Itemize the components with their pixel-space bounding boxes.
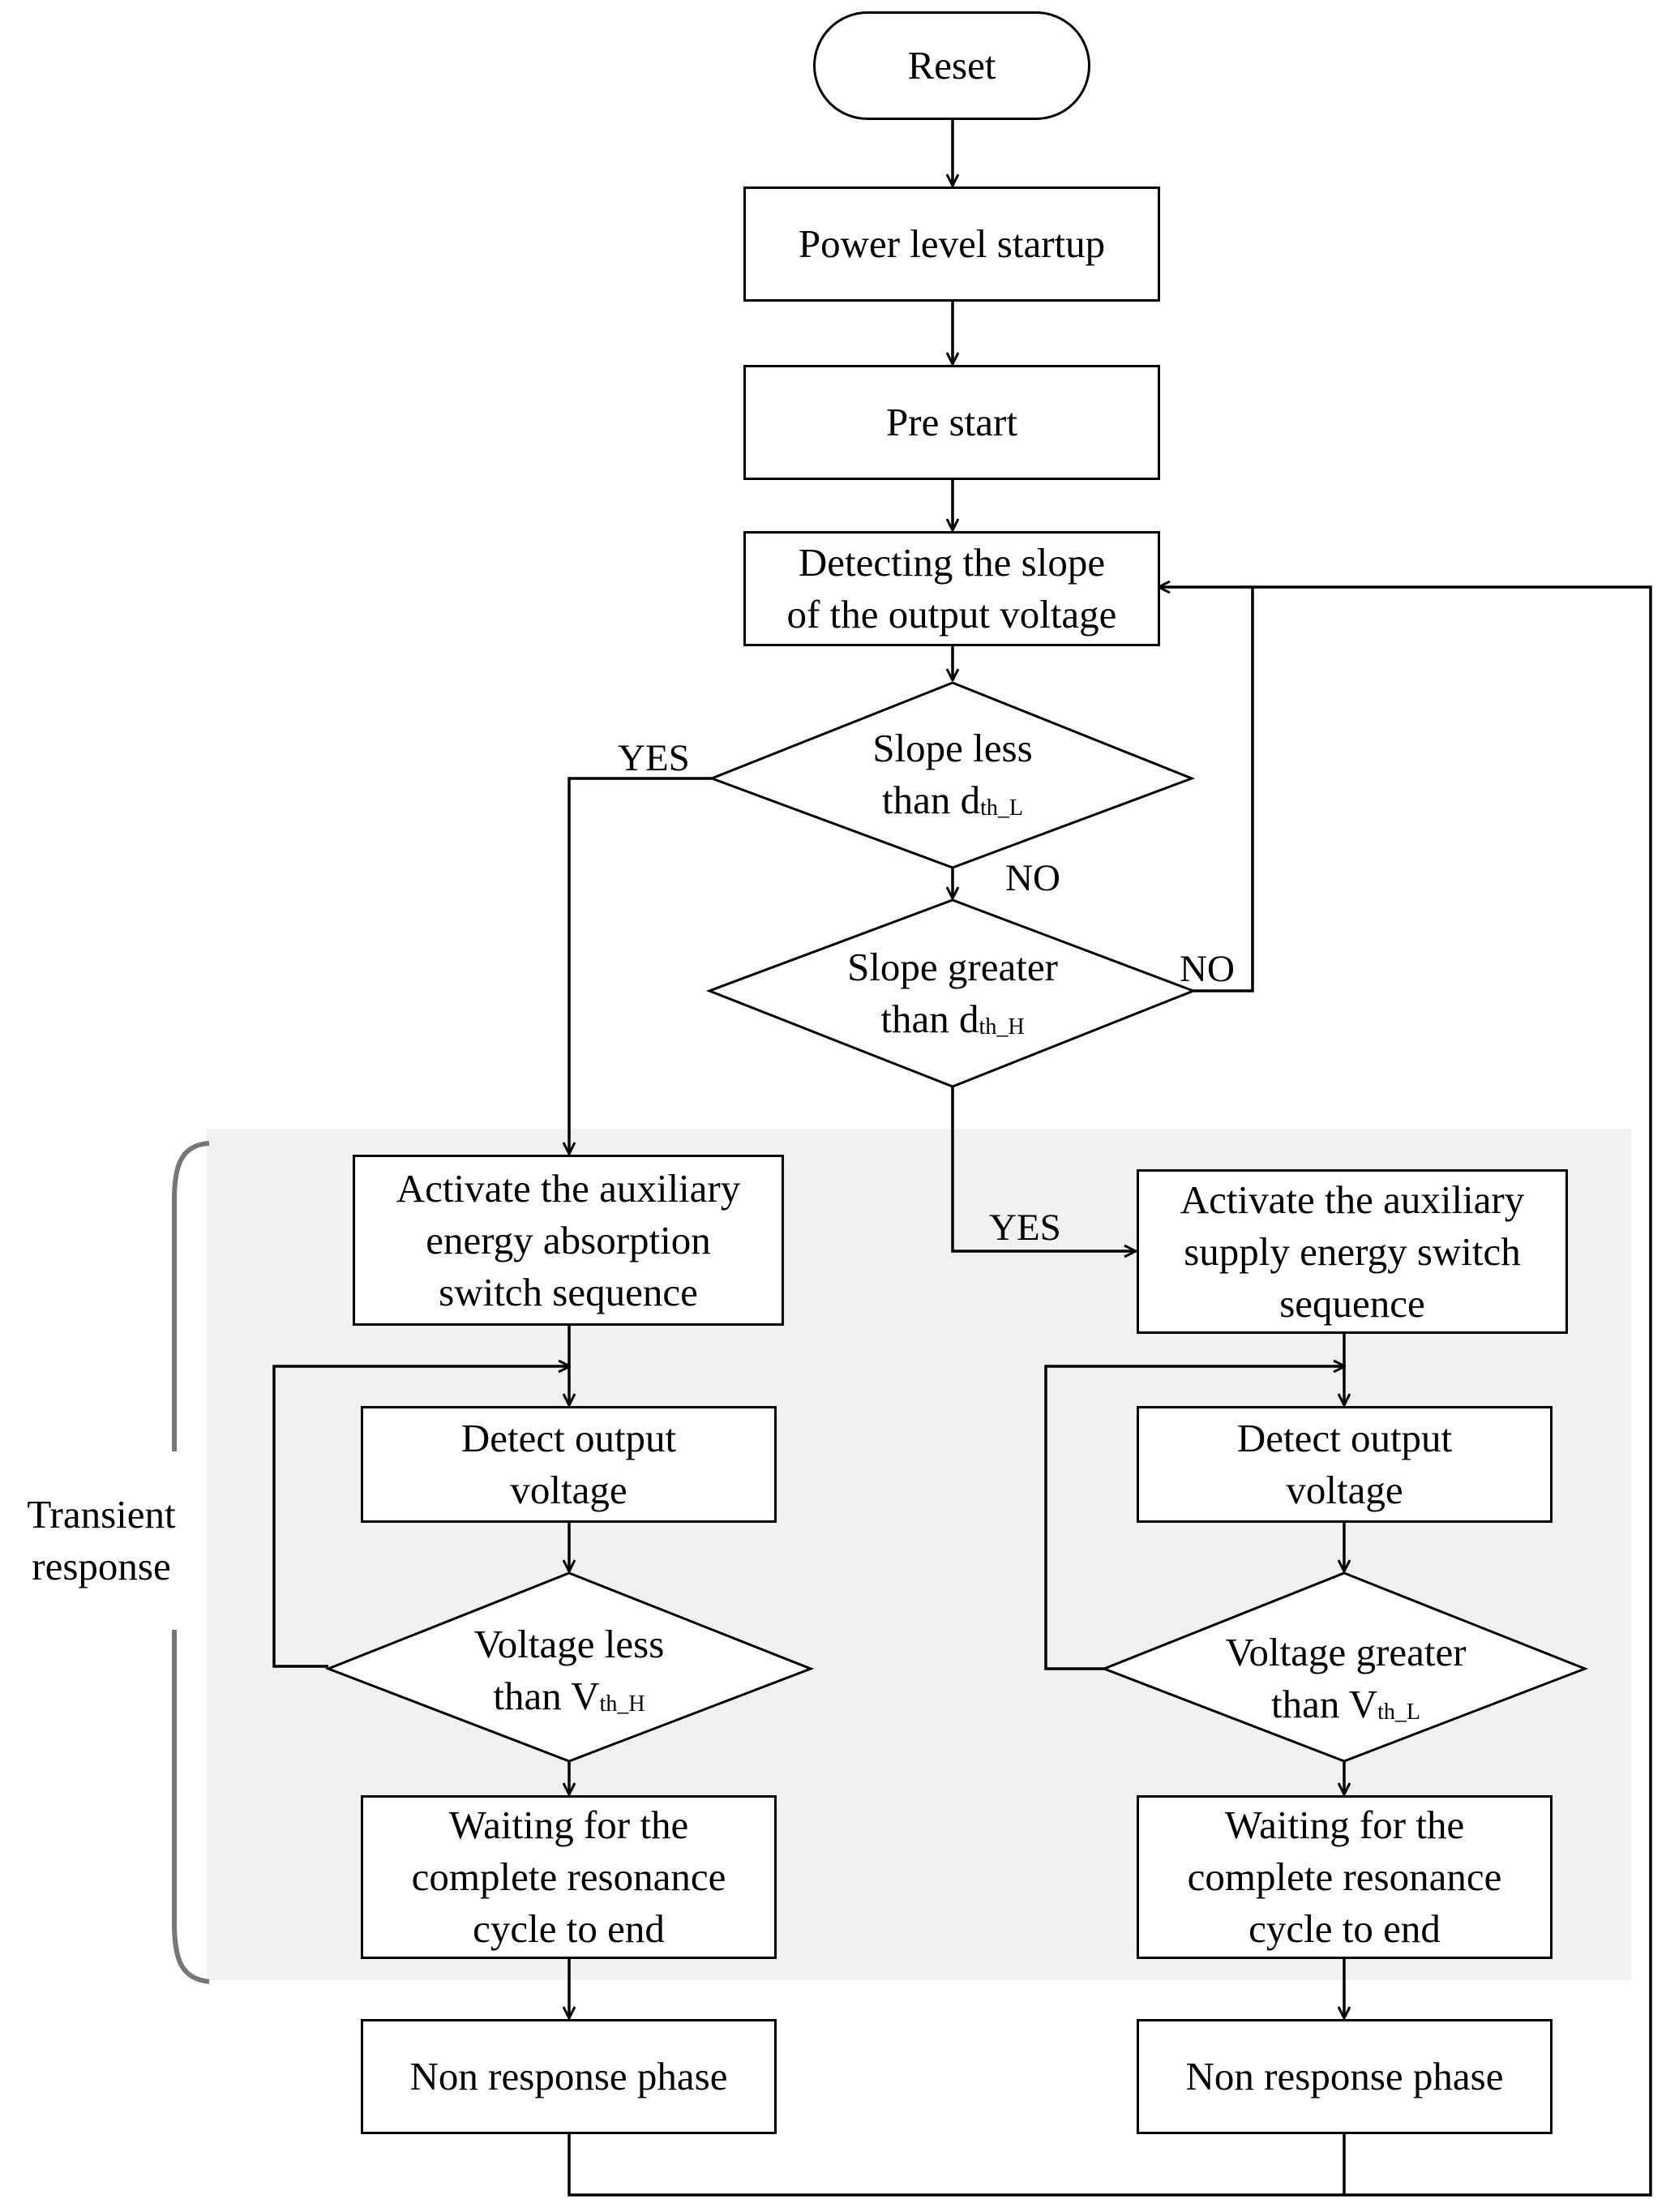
activate-absorption-box: Activate the auxiliary energy absorption…	[353, 1155, 784, 1326]
loop-right	[1044, 1366, 1344, 1670]
decision-slope-greater-shape	[705, 898, 1197, 1088]
decision-voltage-less-text: Voltage less than V	[473, 1622, 665, 1718]
label-yes-right: YES	[989, 1207, 1061, 1249]
transient-response-label: Transient response	[27, 1492, 176, 1588]
wait-left-box: Waiting for the complete resonance cycle…	[361, 1795, 777, 1959]
decision-slope-less-shape	[708, 681, 1196, 869]
arrow-slope-greater-yes	[951, 1087, 1135, 1251]
power-startup-box: Power level startup	[743, 186, 1160, 302]
label-yes-left: YES	[618, 737, 690, 779]
label-no-down: NO	[1005, 857, 1060, 899]
non-response-right-box: Non response phase	[1137, 2019, 1553, 2134]
decision-voltage-less-shape	[324, 1571, 815, 1763]
transient-bracket	[172, 1141, 210, 1984]
detect-slope-box: Detecting the slope of the output voltag…	[743, 531, 1160, 646]
return-loop	[567, 585, 1652, 2197]
non-response-left-box: Non response phase	[361, 2019, 777, 2134]
reset-terminal: Reset	[813, 11, 1090, 120]
arrow-slope-greater-no	[1159, 587, 1254, 992]
decision-slope-greater: Slope greater than dth_H	[774, 941, 1131, 1046]
decision-slope-less: Slope less than dth_L	[793, 722, 1112, 827]
decision-voltage-less: Voltage less than Vth_H	[401, 1618, 737, 1723]
detect-output-right-box: Detect output voltage	[1137, 1406, 1553, 1523]
label-no-right: NO	[1180, 948, 1235, 990]
decision-slope-greater-sub: th_H	[979, 1014, 1025, 1040]
decision-voltage-greater: Voltage greater than Vth_L	[1167, 1626, 1524, 1731]
wait-right-box: Waiting for the complete resonance cycle…	[1137, 1795, 1553, 1959]
decision-voltage-greater-text: Voltage greater than V	[1225, 1630, 1467, 1726]
decision-slope-less-sub: th_L	[980, 795, 1023, 821]
pre-start-box: Pre start	[743, 365, 1160, 480]
activate-supply-box: Activate the auxiliary supply energy swi…	[1137, 1169, 1568, 1334]
detect-output-left-box: Detect output voltage	[361, 1406, 777, 1523]
decision-voltage-less-sub: th_H	[599, 1691, 645, 1717]
decision-slope-less-text: Slope less than d	[872, 726, 1033, 822]
decision-slope-greater-text: Slope greater than d	[847, 945, 1058, 1041]
decision-voltage-greater-sub: th_L	[1377, 1700, 1420, 1725]
loop-left	[272, 1366, 569, 1668]
decision-voltage-greater-shape	[1100, 1571, 1589, 1763]
arrow-slope-less-yes	[569, 777, 712, 1153]
